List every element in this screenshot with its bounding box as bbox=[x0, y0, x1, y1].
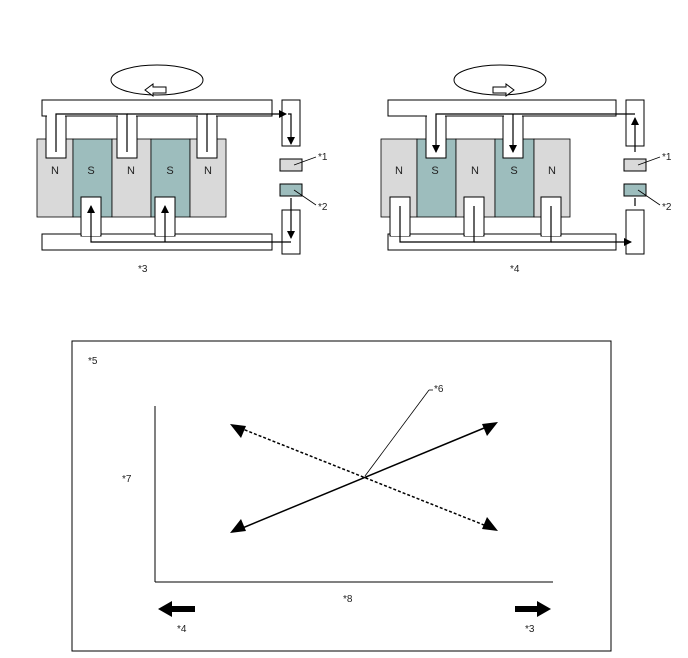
graph-dashed-arrowhead-start bbox=[230, 424, 246, 438]
left-sensor-2 bbox=[279, 183, 303, 197]
left-pole-label: N bbox=[204, 165, 212, 177]
direction-arrow-right-icon bbox=[515, 601, 551, 617]
right-pole-label: N bbox=[548, 165, 556, 177]
left-magnet-diagram: N S N S N *1 *2 *3 bbox=[36, 64, 328, 275]
left-pole-label: S bbox=[166, 165, 173, 177]
right-rotation-ellipse bbox=[453, 64, 547, 96]
right-pole-label: N bbox=[395, 165, 403, 177]
graph-callout-label: *6 bbox=[434, 384, 444, 395]
left-pole-label: N bbox=[127, 165, 135, 177]
right-flux-path-bottom bbox=[399, 206, 475, 243]
graph-box-label: *5 bbox=[88, 356, 98, 367]
right-pole-label: N bbox=[471, 165, 479, 177]
left-sensor-1-leader bbox=[293, 156, 317, 166]
left-flux-path-top bbox=[55, 113, 128, 152]
left-sensor-1 bbox=[279, 158, 303, 172]
left-flux-arrow-down-1 bbox=[287, 113, 295, 145]
right-magnet-diagram: N S N S N *1 *2 *4 bbox=[380, 64, 672, 275]
left-rotation-ellipse bbox=[110, 64, 204, 96]
left-flux-path-bottom bbox=[87, 205, 291, 243]
graph-solid-arrowhead-start bbox=[230, 519, 246, 533]
right-top-rail bbox=[387, 99, 617, 117]
graph-solid-signal-line bbox=[239, 425, 490, 530]
graph-frame bbox=[71, 340, 612, 652]
left-top-rail bbox=[41, 99, 273, 117]
left-pole-s-1 bbox=[72, 138, 113, 218]
left-sensor-2-leader bbox=[293, 189, 317, 206]
right-sensor-2-leader bbox=[637, 189, 661, 206]
right-sensor-1-leader bbox=[637, 156, 661, 166]
graph-y-axis-label: *7 bbox=[122, 474, 132, 485]
right-sensor-2 bbox=[623, 183, 647, 197]
output-graph-panel: *5 *7 *8 *6 *4 *3 bbox=[71, 340, 612, 652]
right-pole-label: S bbox=[510, 165, 517, 177]
left-sensor-1-label: *1 bbox=[318, 152, 328, 163]
graph-callout-leader bbox=[364, 389, 430, 477]
left-diagram-caption: *3 bbox=[138, 264, 148, 275]
right-flux-path-top bbox=[432, 113, 635, 153]
graph-dashed-arrowhead-end bbox=[482, 517, 498, 531]
left-pole-label: N bbox=[51, 165, 59, 177]
direction-left-label: *4 bbox=[177, 624, 187, 635]
direction-right-label: *3 bbox=[525, 624, 535, 635]
left-sensor-2-label: *2 bbox=[318, 202, 328, 213]
right-sensor-1 bbox=[623, 158, 647, 172]
right-yoke-lower bbox=[625, 209, 645, 255]
right-pole-label: S bbox=[431, 165, 438, 177]
rotation-arrow-right-icon bbox=[492, 83, 515, 97]
graph-solid-arrowhead-end bbox=[482, 422, 498, 436]
rotation-arrow-left-icon bbox=[144, 83, 167, 97]
right-sensor-2-label: *2 bbox=[662, 202, 672, 213]
left-pole-label: S bbox=[87, 165, 94, 177]
right-diagram-caption: *4 bbox=[510, 264, 520, 275]
graph-x-axis-label: *8 bbox=[343, 594, 353, 605]
direction-arrow-left-icon bbox=[158, 601, 195, 617]
right-sensor-1-label: *1 bbox=[662, 152, 672, 163]
